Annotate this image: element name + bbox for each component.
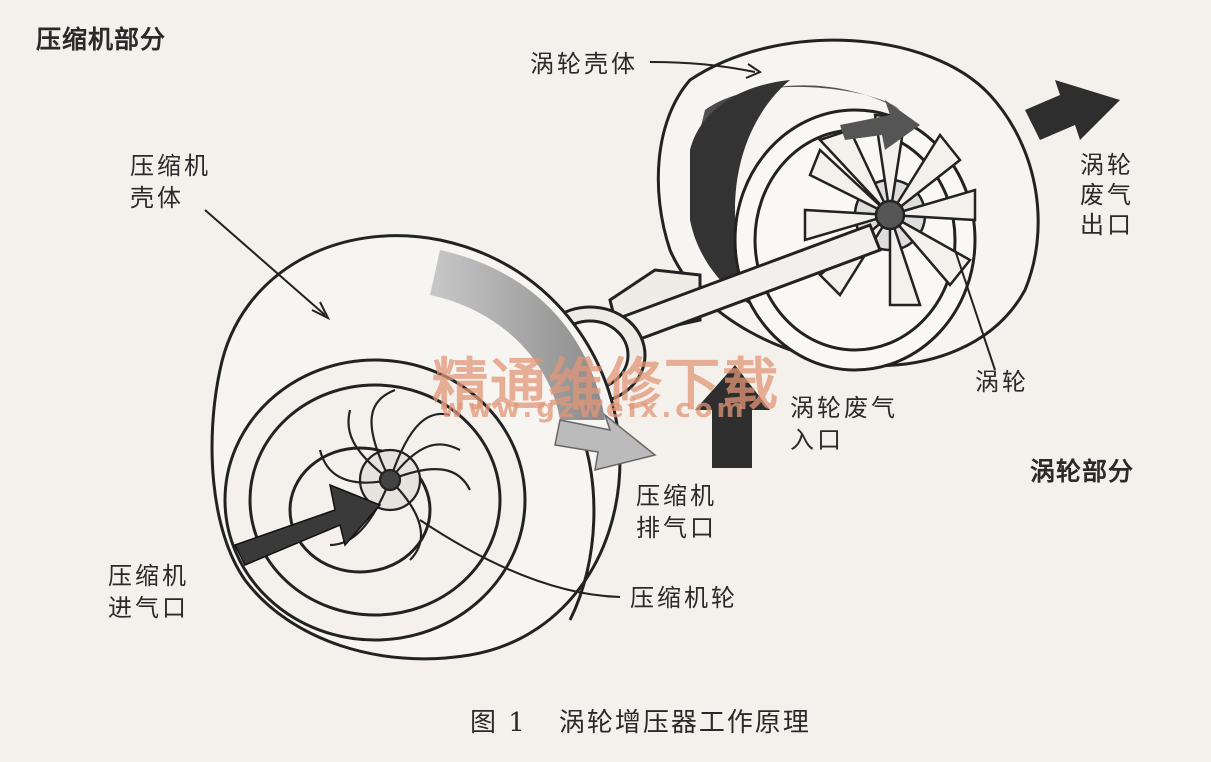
turbine-outlet-arrow [1025,80,1120,140]
compressor-inlet-line1: 压缩机 [108,562,189,590]
watermark-url: www.gzweix.com [440,394,748,424]
compressor-outlet-label: 压缩机 排气口 [636,480,717,544]
compressor-housing-label: 压缩机 壳体 [130,150,211,214]
compressor-inlet-arrow [233,483,382,566]
figure-caption: 图 1 涡轮增压器工作原理 [470,702,811,739]
compressor-housing-label-line1: 压缩机 [130,152,211,180]
compressor-inlet-line2: 进气口 [108,594,189,622]
turbine-inlet-arrow [695,365,770,468]
turbine-wheel-label: 涡轮 [975,368,1029,396]
compressor-outlet-line1: 压缩机 [636,482,717,510]
compressor-wheel-label: 压缩机轮 [630,584,738,612]
compressor-outlet-line2: 排气口 [636,514,717,542]
compressor-section-label: 压缩机部分 [36,25,167,54]
turbine-section-label: 涡轮部分 [1030,457,1135,486]
turbine-exhaust-inlet-line1: 涡轮废气 [790,394,898,422]
compressor-outlet-arrow [554,412,657,472]
turbine-exhaust-inlet-line2: 入口 [790,426,844,454]
watermark-text: 精通维修下载 [432,352,780,418]
compressor-wheel [318,388,471,561]
figure-number: 图 1 [470,708,527,738]
turbine-wheel [803,113,977,307]
turbine-exhaust-outlet-label: 涡轮 废气 出口 [1080,150,1134,240]
leader-lines [204,61,996,598]
turbine-exhaust-outlet-line2: 废气 [1080,181,1134,209]
turbine-exhaust-outlet-line1: 涡轮 [1080,151,1134,179]
compressor-housing-label-line2: 壳体 [130,184,184,212]
airflow-arrows [233,80,1120,566]
turbine-exhaust-outlet-line3: 出口 [1080,211,1134,239]
turbine-flow-arrow [840,100,920,150]
turbine-exhaust-inlet-label: 涡轮废气 入口 [790,392,898,456]
compressor-housing [210,234,622,661]
compressor-inlet-label: 压缩机 进气口 [108,560,189,624]
figure-title: 涡轮增压器工作原理 [558,708,811,738]
turbine-housing-label: 涡轮壳体 [530,50,638,78]
